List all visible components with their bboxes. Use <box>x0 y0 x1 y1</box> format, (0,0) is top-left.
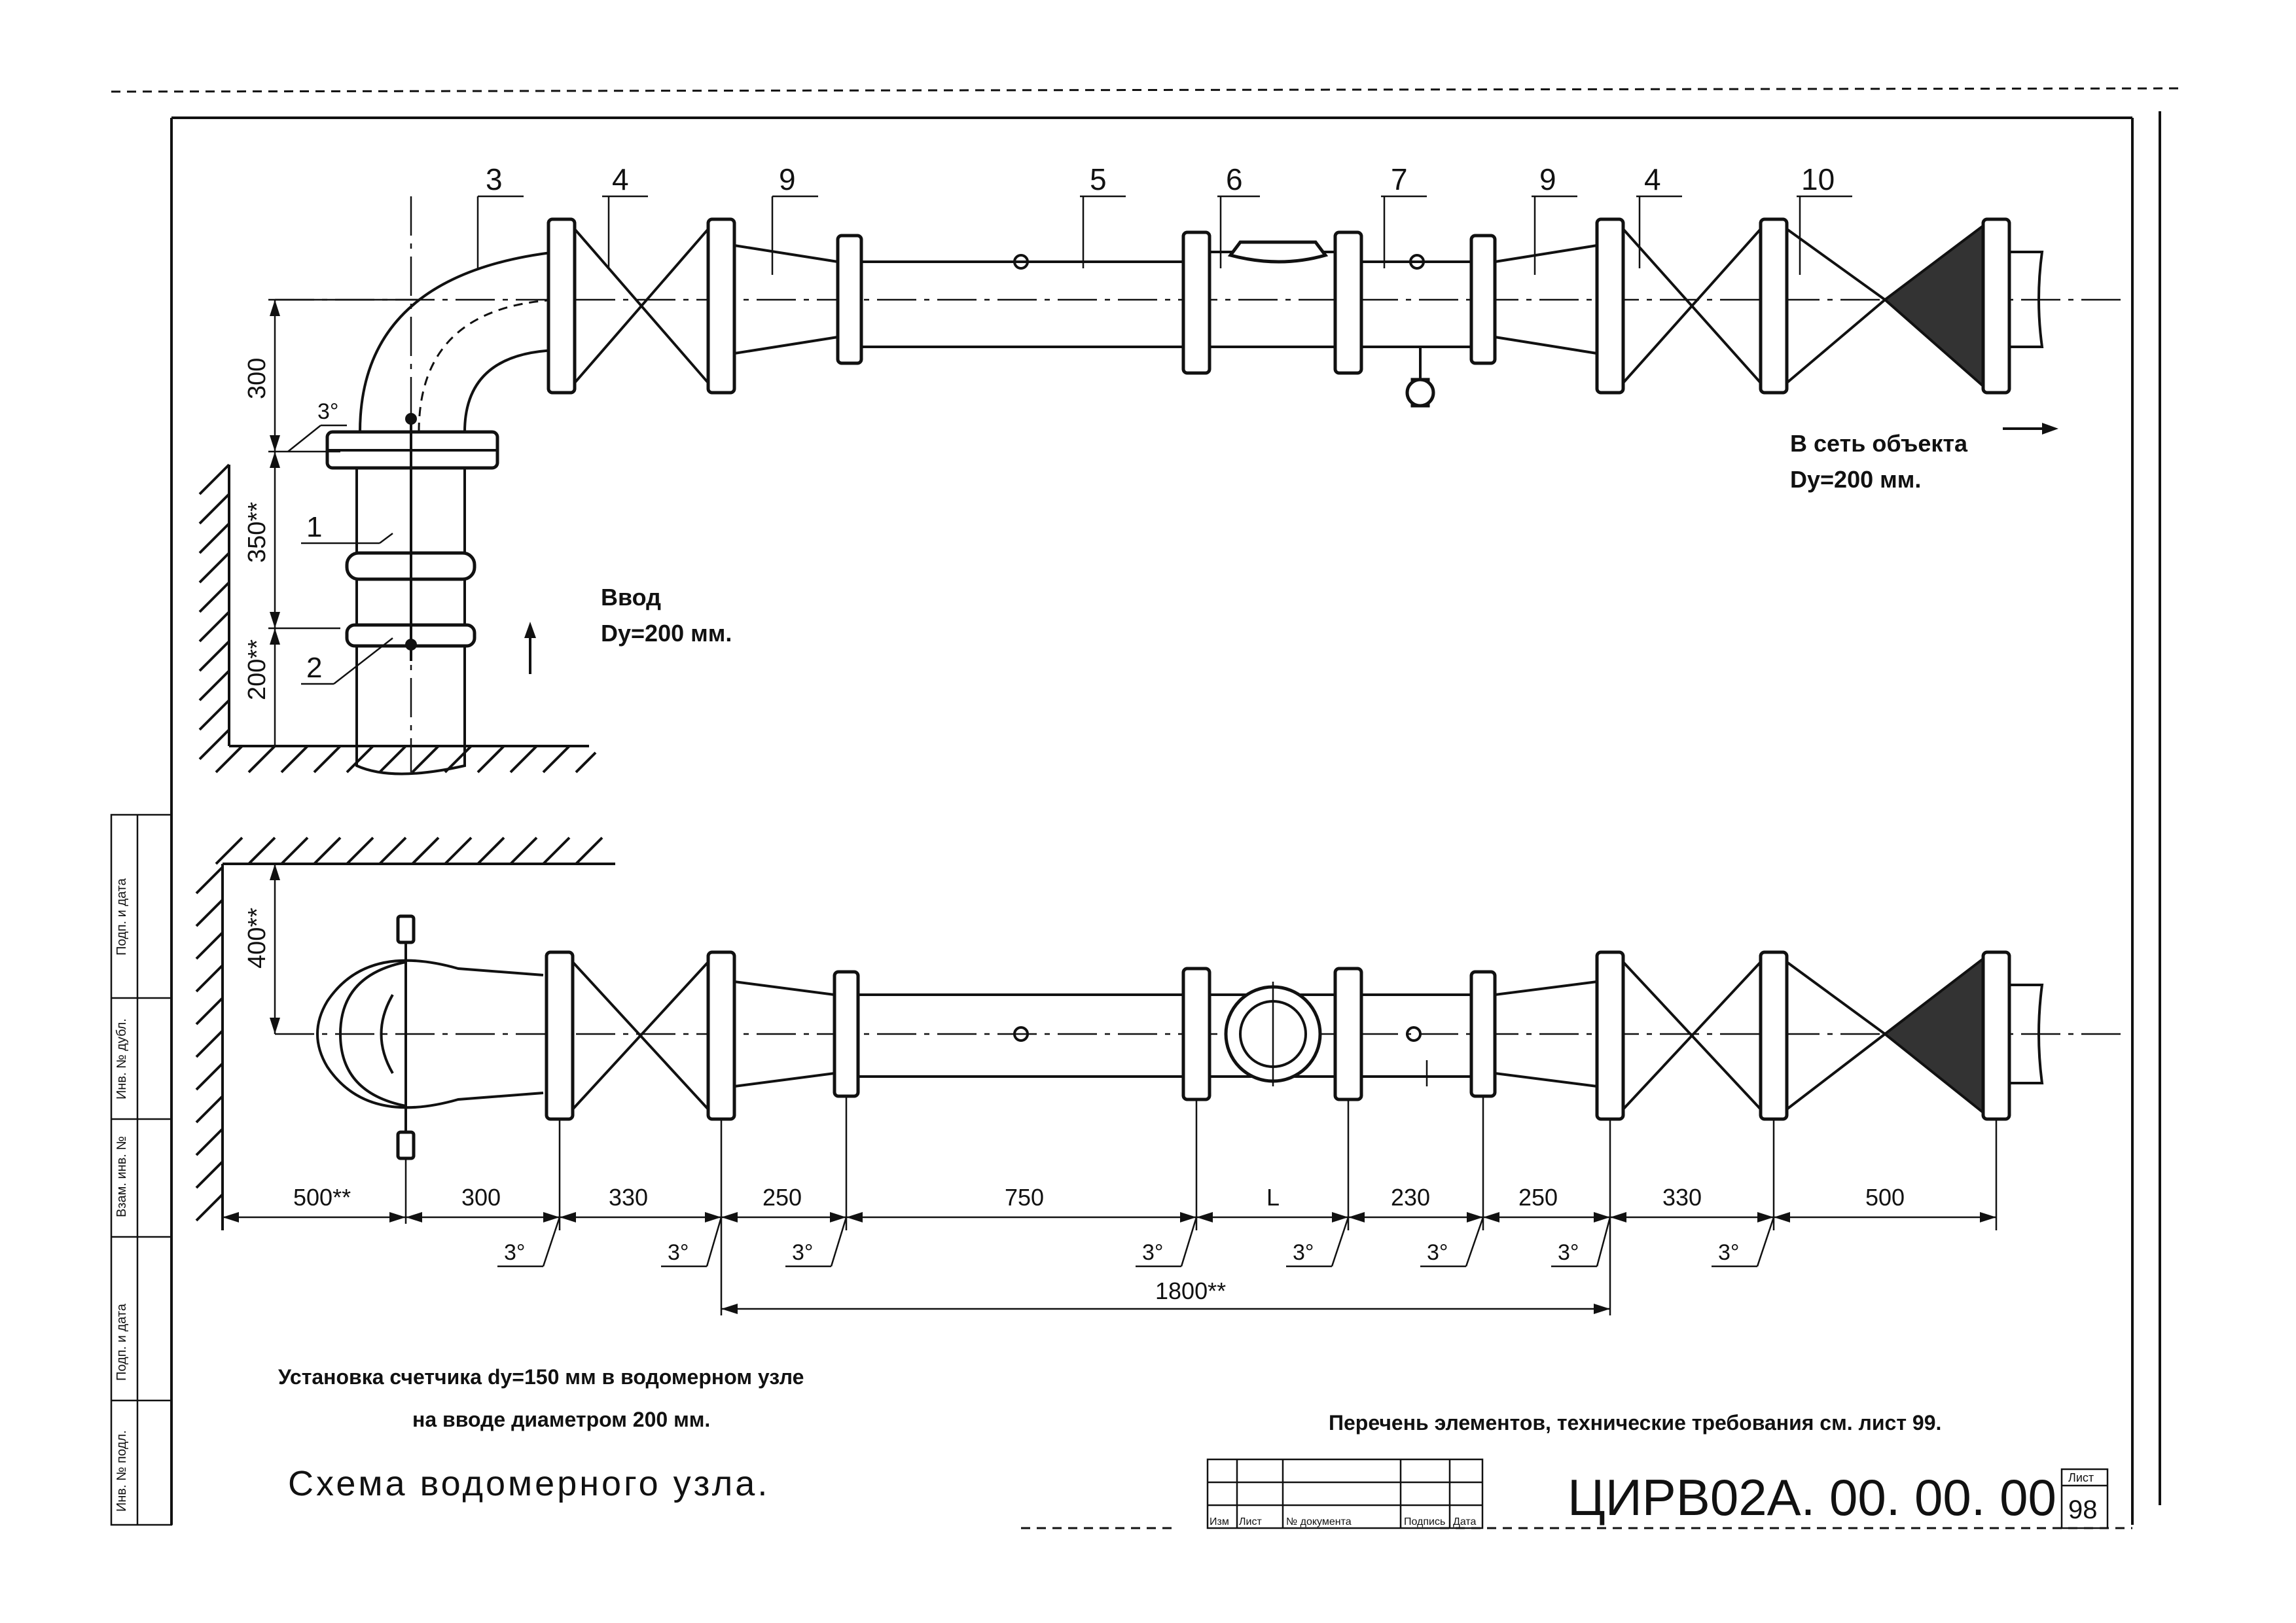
caption-line1: Установка счетчика dy=150 мм в водомерно… <box>278 1365 804 1389</box>
caption-line2: на вводе диаметром 200 мм. <box>412 1408 710 1431</box>
plan-item-labels: 3 4 9 5 6 7 9 4 10 <box>301 162 1852 685</box>
title-block-col: Изм <box>1210 1516 1229 1527</box>
elevation-view: 400** <box>195 836 2121 1315</box>
notes: Установка счетчика dy=150 мм в водомерно… <box>278 1365 1941 1503</box>
sheet-number: 98 <box>2068 1495 2098 1524</box>
item-label: 1 <box>306 511 322 543</box>
outlet-note: В сеть объекта Dy=200 мм. <box>1790 423 2058 493</box>
plan-view: 3 4 9 5 6 7 9 4 10 <box>198 162 2121 776</box>
dim-label: 250 <box>762 1184 802 1211</box>
angle-label: 3° <box>317 399 339 424</box>
dim-label: 250 <box>1518 1184 1558 1211</box>
sheet-label: Лист <box>2068 1471 2094 1484</box>
item-label: 2 <box>306 652 322 684</box>
side-stamp-label: Взам. инв. № <box>115 1136 129 1217</box>
dim-label: L <box>1266 1184 1280 1211</box>
side-stamp-label: Подп. и дата <box>115 878 129 955</box>
item-label: 4 <box>1644 162 1661 196</box>
title-block-col: Лист <box>1239 1516 1262 1527</box>
title-block-col: Дата <box>1453 1516 1477 1527</box>
inlet-line1: Ввод <box>601 584 661 611</box>
plan-pipeline <box>275 217 2121 408</box>
inlet-line2: Dy=200 мм. <box>601 620 732 647</box>
angle-label: 3° <box>1558 1240 1579 1265</box>
document-code: ЦИРВ02А. 00. 00. 00 <box>1568 1469 2056 1526</box>
angle-label: 3° <box>1427 1240 1448 1265</box>
dim-label: 230 <box>1391 1184 1430 1211</box>
dim-label: 330 <box>1662 1184 1702 1211</box>
dim-200: 200** <box>243 639 271 700</box>
angle-label: 3° <box>792 1240 814 1265</box>
wall-hatch <box>198 463 597 774</box>
dim-label: 500** <box>293 1184 351 1211</box>
item-label: 3 <box>486 162 503 196</box>
dimension-chain: 500** 300 330 250 750 L 230 250 330 500 <box>223 1184 1996 1222</box>
drawing-title: Схема водомерного узла. <box>288 1464 770 1503</box>
side-stamp-label: Подп. и дата <box>115 1303 129 1381</box>
dim-300: 300 <box>243 358 271 399</box>
dim-label: 300 <box>461 1184 501 1211</box>
side-stamp-label: Инв. № дубл. <box>115 1018 129 1099</box>
angle-label: 3° <box>1293 1240 1314 1265</box>
angle-leaders: 3° 3° 3° 3° 3° 3° 3° 3° <box>497 1217 1775 1268</box>
angle-label: 3° <box>1718 1240 1740 1265</box>
sheet-frame <box>111 87 2180 1529</box>
side-stamp-label: Инв. № подл. <box>115 1430 129 1512</box>
item-label: 5 <box>1090 162 1107 196</box>
title-block-col: Подпись <box>1404 1516 1445 1527</box>
angle-label: 3° <box>1142 1240 1164 1265</box>
title-block: Изм Лист № документа Подпись Дата ЦИРВ02… <box>1206 1458 2109 1529</box>
title-block-col: № документа <box>1286 1516 1352 1527</box>
dim-1800: 1800** <box>721 1277 1610 1314</box>
plan-vertical-dims: 300 350** 200** 3° <box>243 298 419 746</box>
item-label: 6 <box>1226 162 1243 196</box>
angle-label: 3° <box>668 1240 689 1265</box>
side-stamp: Подп. и дата Инв. № дубл. Взам. инв. № П… <box>110 813 173 1526</box>
angle-label: 3° <box>504 1240 526 1265</box>
riser-pipe <box>325 196 499 776</box>
item-label: 7 <box>1391 162 1408 196</box>
elbow-end-view <box>316 914 544 1160</box>
elevation-vertical-dim: 400** <box>243 864 280 1034</box>
elbow <box>359 251 557 433</box>
reference-note: Перечень элементов, технические требован… <box>1329 1411 1941 1435</box>
outlet-line1: В сеть объекта <box>1790 430 1968 457</box>
item-label: 9 <box>1539 162 1556 196</box>
ceiling-hatch <box>195 836 615 1230</box>
dim-label: 330 <box>609 1184 648 1211</box>
item-label: 4 <box>612 162 629 196</box>
dim-350: 350** <box>243 502 271 563</box>
item-label: 10 <box>1801 162 1835 196</box>
dim-1800-label: 1800** <box>1155 1277 1226 1304</box>
item-label: 9 <box>779 162 796 196</box>
inlet-note: Ввод Dy=200 мм. <box>524 584 732 674</box>
dim-400: 400** <box>243 908 271 969</box>
dim-label: 500 <box>1865 1184 1905 1211</box>
dim-label: 750 <box>1005 1184 1044 1211</box>
outlet-line2: Dy=200 мм. <box>1790 466 1921 493</box>
